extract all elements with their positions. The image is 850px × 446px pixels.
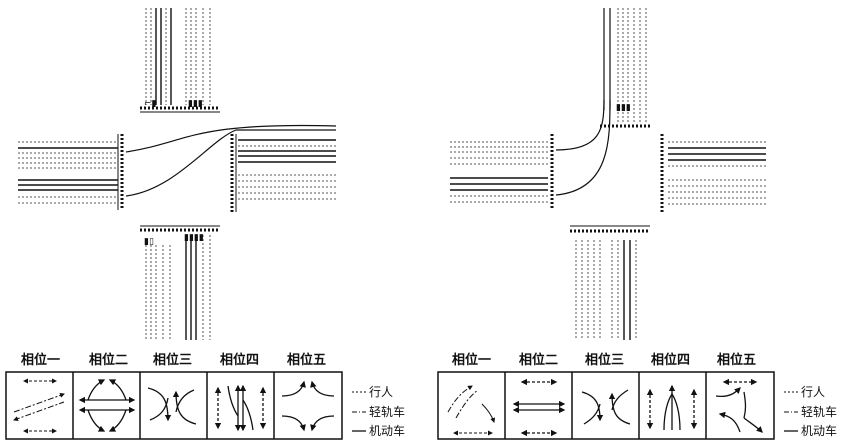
left-phase-table <box>5 371 343 440</box>
right-phase-4-diagram <box>646 384 698 431</box>
right-legend: 行人 轻轨车 机动车 <box>784 385 837 438</box>
svg-text:▮▮▮: ▮▮▮ <box>616 103 631 113</box>
left-phase-3-diagram <box>147 387 197 425</box>
right-phase-panel: 相位一 相位二 相位三 相位四 相位五 <box>437 352 837 440</box>
left-intersection: ⌐▮ ▮▮▮ ▮▯ ▮▮▮▮ <box>18 8 337 340</box>
right-intersection: ▮▮▮ <box>450 8 766 340</box>
left-legend-pedestrian: 行人 <box>369 385 393 399</box>
right-phase-1-diagram <box>447 385 496 436</box>
left-legend: 行人 轻轨车 机动车 <box>352 385 405 438</box>
right-phase-label-1: 相位一 <box>452 352 491 368</box>
left-south-arm: ▮▯ ▮▮▮▮ <box>140 225 220 340</box>
left-phase-label-1: 相位一 <box>21 352 60 368</box>
left-phase-label-4: 相位四 <box>220 352 259 368</box>
svg-text:⌐▮: ⌐▮ <box>144 99 157 109</box>
left-phase-5-diagram <box>281 380 335 432</box>
left-phase-4-diagram <box>214 384 267 432</box>
left-north-arm: ⌐▮ ▮▮▮ <box>140 8 220 113</box>
right-legend-motor-vehicle: 机动车 <box>801 423 837 438</box>
right-west-arm <box>450 134 554 210</box>
left-phase-1-diagram <box>13 378 65 434</box>
svg-text:▮▮▮: ▮▮▮ <box>188 99 203 109</box>
left-phase-label-3: 相位三 <box>153 352 192 368</box>
right-legend-light-rail: 轻轨车 <box>801 404 837 419</box>
left-legend-motor-vehicle: 机动车 <box>369 423 405 438</box>
right-phase-label-5: 相位五 <box>717 352 756 368</box>
right-phase-label-3: 相位三 <box>585 352 624 368</box>
svg-text:▮▮▮▮: ▮▮▮▮ <box>184 233 204 243</box>
right-legend-pedestrian: 行人 <box>801 385 825 399</box>
right-phase-3-diagram <box>581 389 631 425</box>
left-phase-label-5: 相位五 <box>287 352 326 368</box>
right-phase-label-4: 相位四 <box>651 352 690 368</box>
left-legend-light-rail: 轻轨车 <box>369 404 405 419</box>
right-phase-table <box>437 371 775 440</box>
left-phase-label-2: 相位二 <box>89 352 128 368</box>
right-south-arm <box>570 225 650 340</box>
right-north-arm: ▮▮▮ <box>600 8 652 128</box>
left-east-arm <box>230 134 336 212</box>
right-phase-label-2: 相位二 <box>519 352 558 368</box>
left-west-arm <box>18 134 124 210</box>
svg-text:▮▯: ▮▯ <box>144 237 154 247</box>
left-phase-panel: 相位一 相位二 相位三 相位四 相位五 <box>5 352 405 440</box>
right-phase-5-diagram <box>715 378 763 433</box>
left-phase-2-diagram <box>78 379 136 432</box>
right-phase-2-diagram <box>512 378 566 437</box>
right-east-arm <box>660 134 766 212</box>
